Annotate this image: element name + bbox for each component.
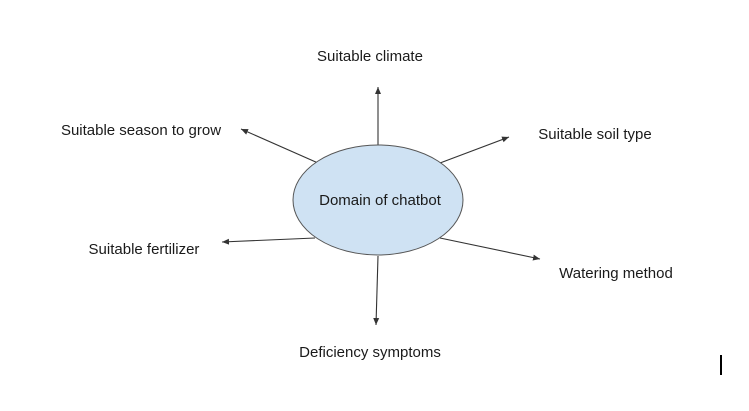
edge-watering (439, 237, 541, 261)
node-label-fertilizer: Suitable fertilizer (89, 241, 200, 258)
edge-soil (439, 136, 510, 164)
node-label-deficiency: Deficiency symptoms (299, 344, 441, 361)
edge-season (240, 128, 319, 164)
text-cursor (720, 355, 722, 375)
node-label-climate: Suitable climate (317, 48, 423, 65)
node-label-watering: Watering method (559, 265, 673, 282)
node-label-soil: Suitable soil type (538, 126, 651, 143)
edge-fertilizer (221, 237, 316, 245)
center-node (292, 144, 464, 256)
edge-deficiency (373, 255, 380, 326)
center-node-label: Domain of chatbot (319, 192, 442, 209)
node-label-season: Suitable season to grow (61, 122, 221, 139)
